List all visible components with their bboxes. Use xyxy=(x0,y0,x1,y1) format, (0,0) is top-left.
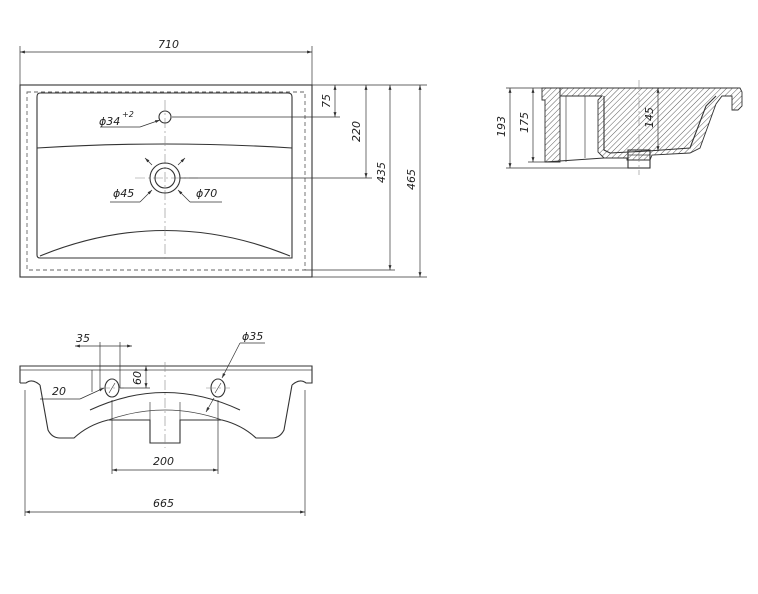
top-view: 710 75 220 435 465 ϕ34 +2 ϕ45 ϕ70 xyxy=(19,38,427,278)
dim-435-label: 435 xyxy=(375,162,388,183)
top-outer-outline xyxy=(19,84,313,278)
tap-hole-label: ϕ34 xyxy=(99,115,120,128)
side-left-wall xyxy=(541,87,561,163)
dim-front-20-label: 20 xyxy=(52,385,66,398)
front-basin-curve xyxy=(89,392,241,411)
top-dashed-outline xyxy=(26,91,306,271)
dim-710-label: 710 xyxy=(158,38,179,51)
side-top-deck xyxy=(559,87,743,161)
top-inner-deck xyxy=(36,92,293,259)
front-rim xyxy=(19,365,313,386)
side-drain-stub xyxy=(627,149,651,169)
top-basin-front-curve xyxy=(36,143,293,149)
front-hole-label: ϕ35 xyxy=(242,330,263,343)
dim-75-label: 75 xyxy=(320,94,333,108)
dim-front-60-label: 60 xyxy=(131,371,144,385)
dim-193-label: 193 xyxy=(495,116,508,137)
dim-175-label: 175 xyxy=(518,112,531,133)
dim-front-200-label: 200 xyxy=(153,455,174,468)
dim-220-label: 220 xyxy=(350,121,363,142)
side-section-view: 193 175 145 xyxy=(495,80,743,175)
drain-outer-label: ϕ70 xyxy=(196,187,217,200)
front-body xyxy=(39,384,293,444)
dim-465-label: 465 xyxy=(405,169,418,190)
tap-hole-tol-label: +2 xyxy=(122,110,134,119)
side-basin-inner xyxy=(603,95,717,154)
dim-front-35-label: 35 xyxy=(76,332,90,345)
drain-inner-label: ϕ45 xyxy=(113,187,134,200)
tap-hole xyxy=(158,110,172,124)
dim-front-665-label: 665 xyxy=(153,497,174,510)
front-view: 35 60 20 ϕ35 200 665 xyxy=(19,330,313,516)
drain-inner-circle xyxy=(154,167,176,189)
dim-145-label: 145 xyxy=(643,107,656,128)
